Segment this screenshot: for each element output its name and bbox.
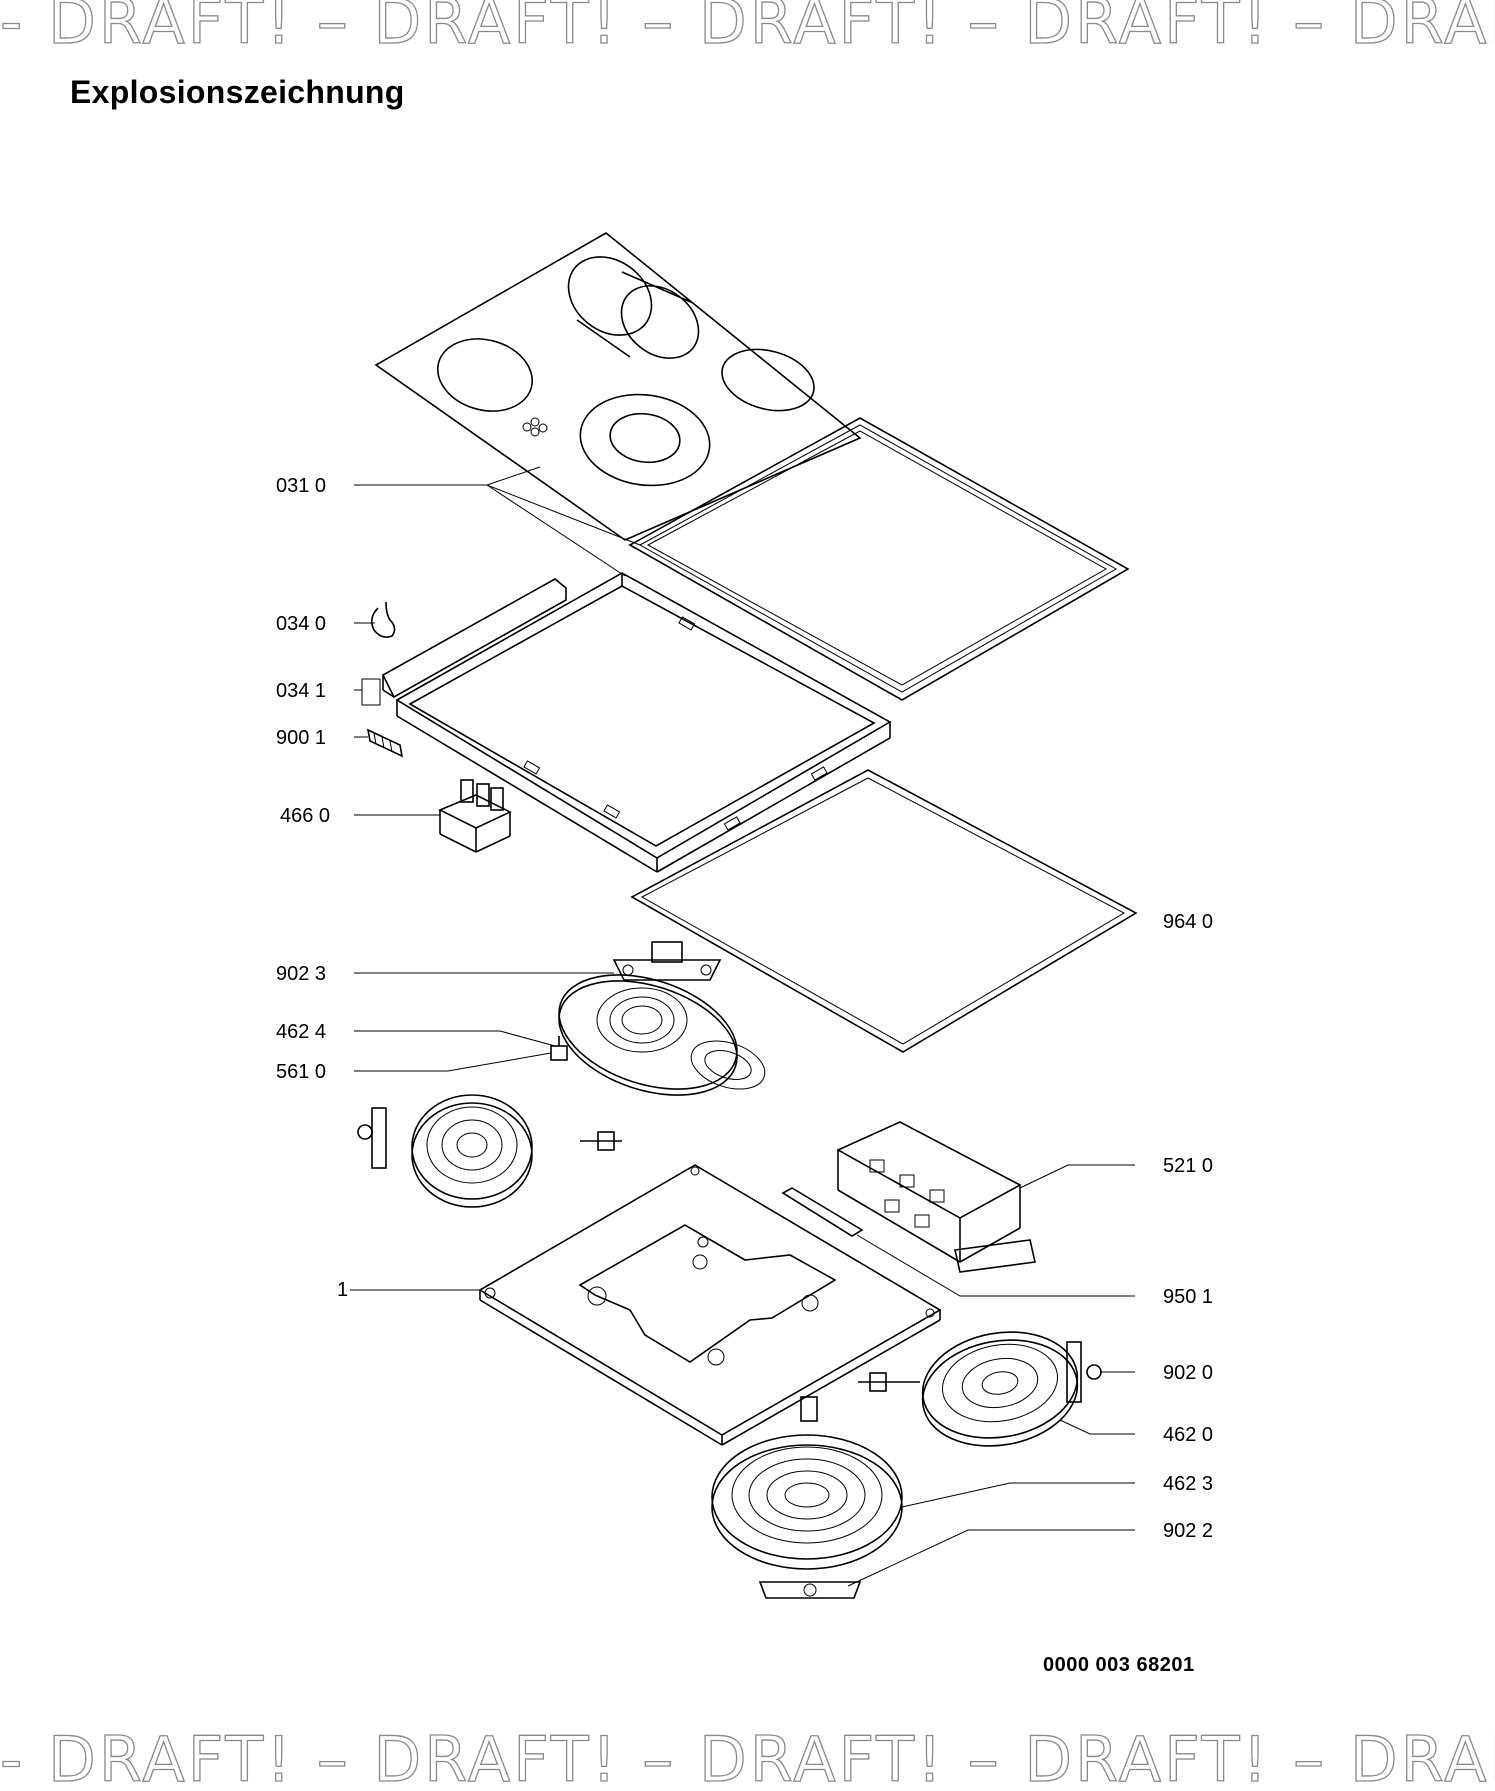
seal [630, 769, 1138, 1053]
part-label-950-1: 950 1 [1163, 1286, 1213, 1308]
part-label-031-0: 031 0 [276, 475, 326, 497]
connector [800, 1396, 818, 1422]
ceramic-glass-top [374, 232, 862, 541]
part-label-1: 1 [337, 1279, 348, 1301]
part-label-902-3: 902 3 [276, 963, 326, 985]
small-bracket [366, 728, 404, 758]
part-label-521-0: 521 0 [1163, 1155, 1213, 1177]
upper-frame-seal [628, 417, 1130, 701]
strip [781, 1187, 864, 1237]
part-label-900-1: 900 1 [276, 727, 326, 749]
side-bracket [361, 578, 567, 706]
part-label-561-0: 561 0 [276, 1061, 326, 1083]
clip [370, 601, 396, 638]
base-tray [478, 1164, 942, 1446]
part-label-466-0: 466 0 [280, 805, 330, 827]
drawing-number: 0000 003 68201 [1043, 1654, 1195, 1676]
large-heating-element [711, 1434, 903, 1570]
page-title: Explosionszeichnung [70, 74, 405, 110]
part-label-034-1: 034 1 [276, 680, 326, 702]
mounting-bracket-upper [612, 941, 722, 981]
part-labels: 031 0 034 0 034 1 900 1 466 0 964 0 902 … [276, 475, 1213, 1542]
mounting-bracket-lower [758, 1581, 862, 1599]
right-round-heating-element [858, 1331, 1102, 1447]
part-label-902-0: 902 0 [1163, 1362, 1213, 1384]
leader-lines [350, 466, 1135, 1587]
terminal-block [438, 779, 512, 853]
part-label-964-0: 964 0 [1163, 911, 1213, 933]
inner-frame [395, 572, 892, 873]
part-label-462-0: 462 0 [1163, 1424, 1213, 1446]
draft-watermark-top: - DRAFT! – DRAFT! – DRAFT! – DRAFT! – DR… [0, 0, 1495, 53]
part-label-902-2: 902 2 [1163, 1520, 1213, 1542]
part-label-034-0: 034 0 [276, 613, 326, 635]
part-label-462-3: 462 3 [1163, 1473, 1213, 1495]
left-round-heating-element [357, 1094, 622, 1208]
control-module [836, 1121, 1036, 1273]
draft-watermark-bottom: - DRAFT! – DRAFT! – DRAFT! – DRAFT! – DR… [0, 1729, 1495, 1791]
oval-heating-element [558, 974, 766, 1096]
part-label-462-4: 462 4 [276, 1021, 326, 1043]
